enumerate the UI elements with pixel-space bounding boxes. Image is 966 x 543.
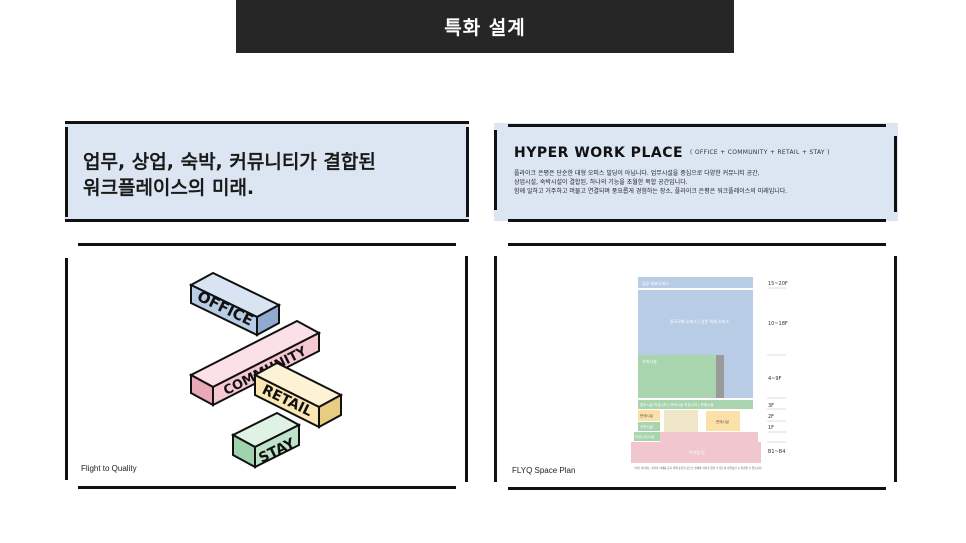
frame-line xyxy=(508,487,886,490)
body-line: 플라이크 은평은 단순한 대형 오피스 빌딩이 아닙니다. 업무시설을 중심으로… xyxy=(514,170,760,177)
office-block: OFFICE xyxy=(188,271,282,337)
zone-label: 업무시설 커뮤니티 | 숙박시설 커뮤니티 | 판매시설 xyxy=(640,402,713,407)
hyper-work-place-subtitle: ( OFFICE + COMMUNITY + RETAIL + STAY ) xyxy=(690,149,830,156)
frame-line xyxy=(894,256,897,482)
community-band-zone xyxy=(638,400,753,409)
retail-zone xyxy=(638,410,660,421)
floor-guides xyxy=(767,287,786,443)
hyper-work-place-title: HYPER WORK PLACE xyxy=(514,145,684,161)
community-zone xyxy=(634,432,664,441)
space-plan-section: 업무 대표오피스 중규모형 오피스 | 일반 특화 오피스 숙박시설 업무시설 … xyxy=(631,277,788,470)
diagram-caption: Flight to Quality xyxy=(81,464,137,473)
frame-line xyxy=(508,219,886,222)
floor-label: B1~B4 xyxy=(768,449,785,455)
frame-line xyxy=(65,219,469,222)
parking-zone xyxy=(631,442,761,463)
zone-label: 숙박시설 xyxy=(640,424,653,429)
frame-line xyxy=(78,486,456,489)
stay-block: STAY xyxy=(230,411,302,469)
frame-line xyxy=(65,127,68,217)
body-line: 함께 일하고 거주하고 머물고 연결되며 풍요롭게 경험하는 장소, 플라이크 … xyxy=(514,188,788,195)
floor-labels: 15~20F 10~18F 4~9F 3F 2F 1F B1~B4 xyxy=(768,281,788,455)
frame-line xyxy=(465,256,468,482)
space-plan-panel: 업무 대표오피스 중규모형 오피스 | 일반 특화 오피스 숙박시설 업무시설 … xyxy=(494,243,898,491)
page-title: 특화 설계 xyxy=(444,17,526,39)
retail-zone-right xyxy=(706,411,740,431)
plan-footnote: *상기 이미지는 소비자 이해를 돕기 위해 표현한 것으로 실제와 차이가 있… xyxy=(634,466,762,470)
zone-label: 숙박시설 xyxy=(642,358,657,364)
stay-zone xyxy=(638,355,716,398)
hyper-work-place-body: 플라이크 은평은 단순한 대형 오피스 빌딩이 아닙니다. 업무시설을 중심으로… xyxy=(514,169,884,196)
program-diagram-panel: OFFICE COMMUNITY RETAIL STAY Flight to Q… xyxy=(65,243,469,491)
concept-headline: 업무, 상업, 숙박, 커뮤니티가 결합된 워크플레이스의 미래. xyxy=(83,149,376,201)
frame-line xyxy=(466,127,469,217)
concept-headline-line-2: 워크플레이스의 미래. xyxy=(83,177,255,199)
zone-label: 커뮤니티시설 xyxy=(635,434,654,439)
floor-label: 10~18F xyxy=(768,321,788,327)
page-title-bar: 특화 설계 xyxy=(236,0,734,53)
floor-label: 2F xyxy=(768,414,774,420)
frame-line xyxy=(65,258,68,480)
concept-panel: 업무, 상업, 숙박, 커뮤니티가 결합된 워크플레이스의 미래. xyxy=(65,123,469,221)
frame-line xyxy=(508,243,886,246)
concept-headline-line-1: 업무, 상업, 숙박, 커뮤니티가 결합된 xyxy=(83,151,376,173)
frame-line xyxy=(78,243,456,246)
stay-lobby-zone xyxy=(638,422,660,431)
top-office-zone xyxy=(638,277,753,288)
zone-label: 중규모형 오피스 | 일반 특화 오피스 xyxy=(670,318,730,324)
frame-line xyxy=(65,121,469,124)
parking-ramp-zone xyxy=(660,432,758,442)
floor-label: 4~9F xyxy=(768,376,782,382)
program-blocks-illustration: OFFICE COMMUNITY RETAIL STAY xyxy=(188,271,344,469)
zone-label: 업무 대표오피스 xyxy=(642,280,669,286)
hyper-work-place-panel: HYPER WORK PLACE ( OFFICE + COMMUNITY + … xyxy=(494,123,898,221)
plan-caption: FLYQ Space Plan xyxy=(512,466,576,475)
zone-label: 판매시설 xyxy=(716,419,729,424)
floor-label: 3F xyxy=(768,403,774,409)
body-line: 상업시설, 숙박시설이 결합된, 하나의 기능을 초월한 복합 공간입니다. xyxy=(514,179,688,186)
floor-label: 15~20F xyxy=(768,281,788,287)
frame-line xyxy=(894,136,897,212)
frame-line xyxy=(494,256,497,482)
retail-hall-zone xyxy=(664,410,698,432)
zone-label: 판매시설 xyxy=(640,413,653,418)
floor-label: 1F xyxy=(768,425,774,431)
core-zone xyxy=(716,355,724,398)
frame-line xyxy=(494,130,497,210)
frame-line xyxy=(508,124,886,127)
zone-label: 주차장 등 xyxy=(689,449,705,455)
